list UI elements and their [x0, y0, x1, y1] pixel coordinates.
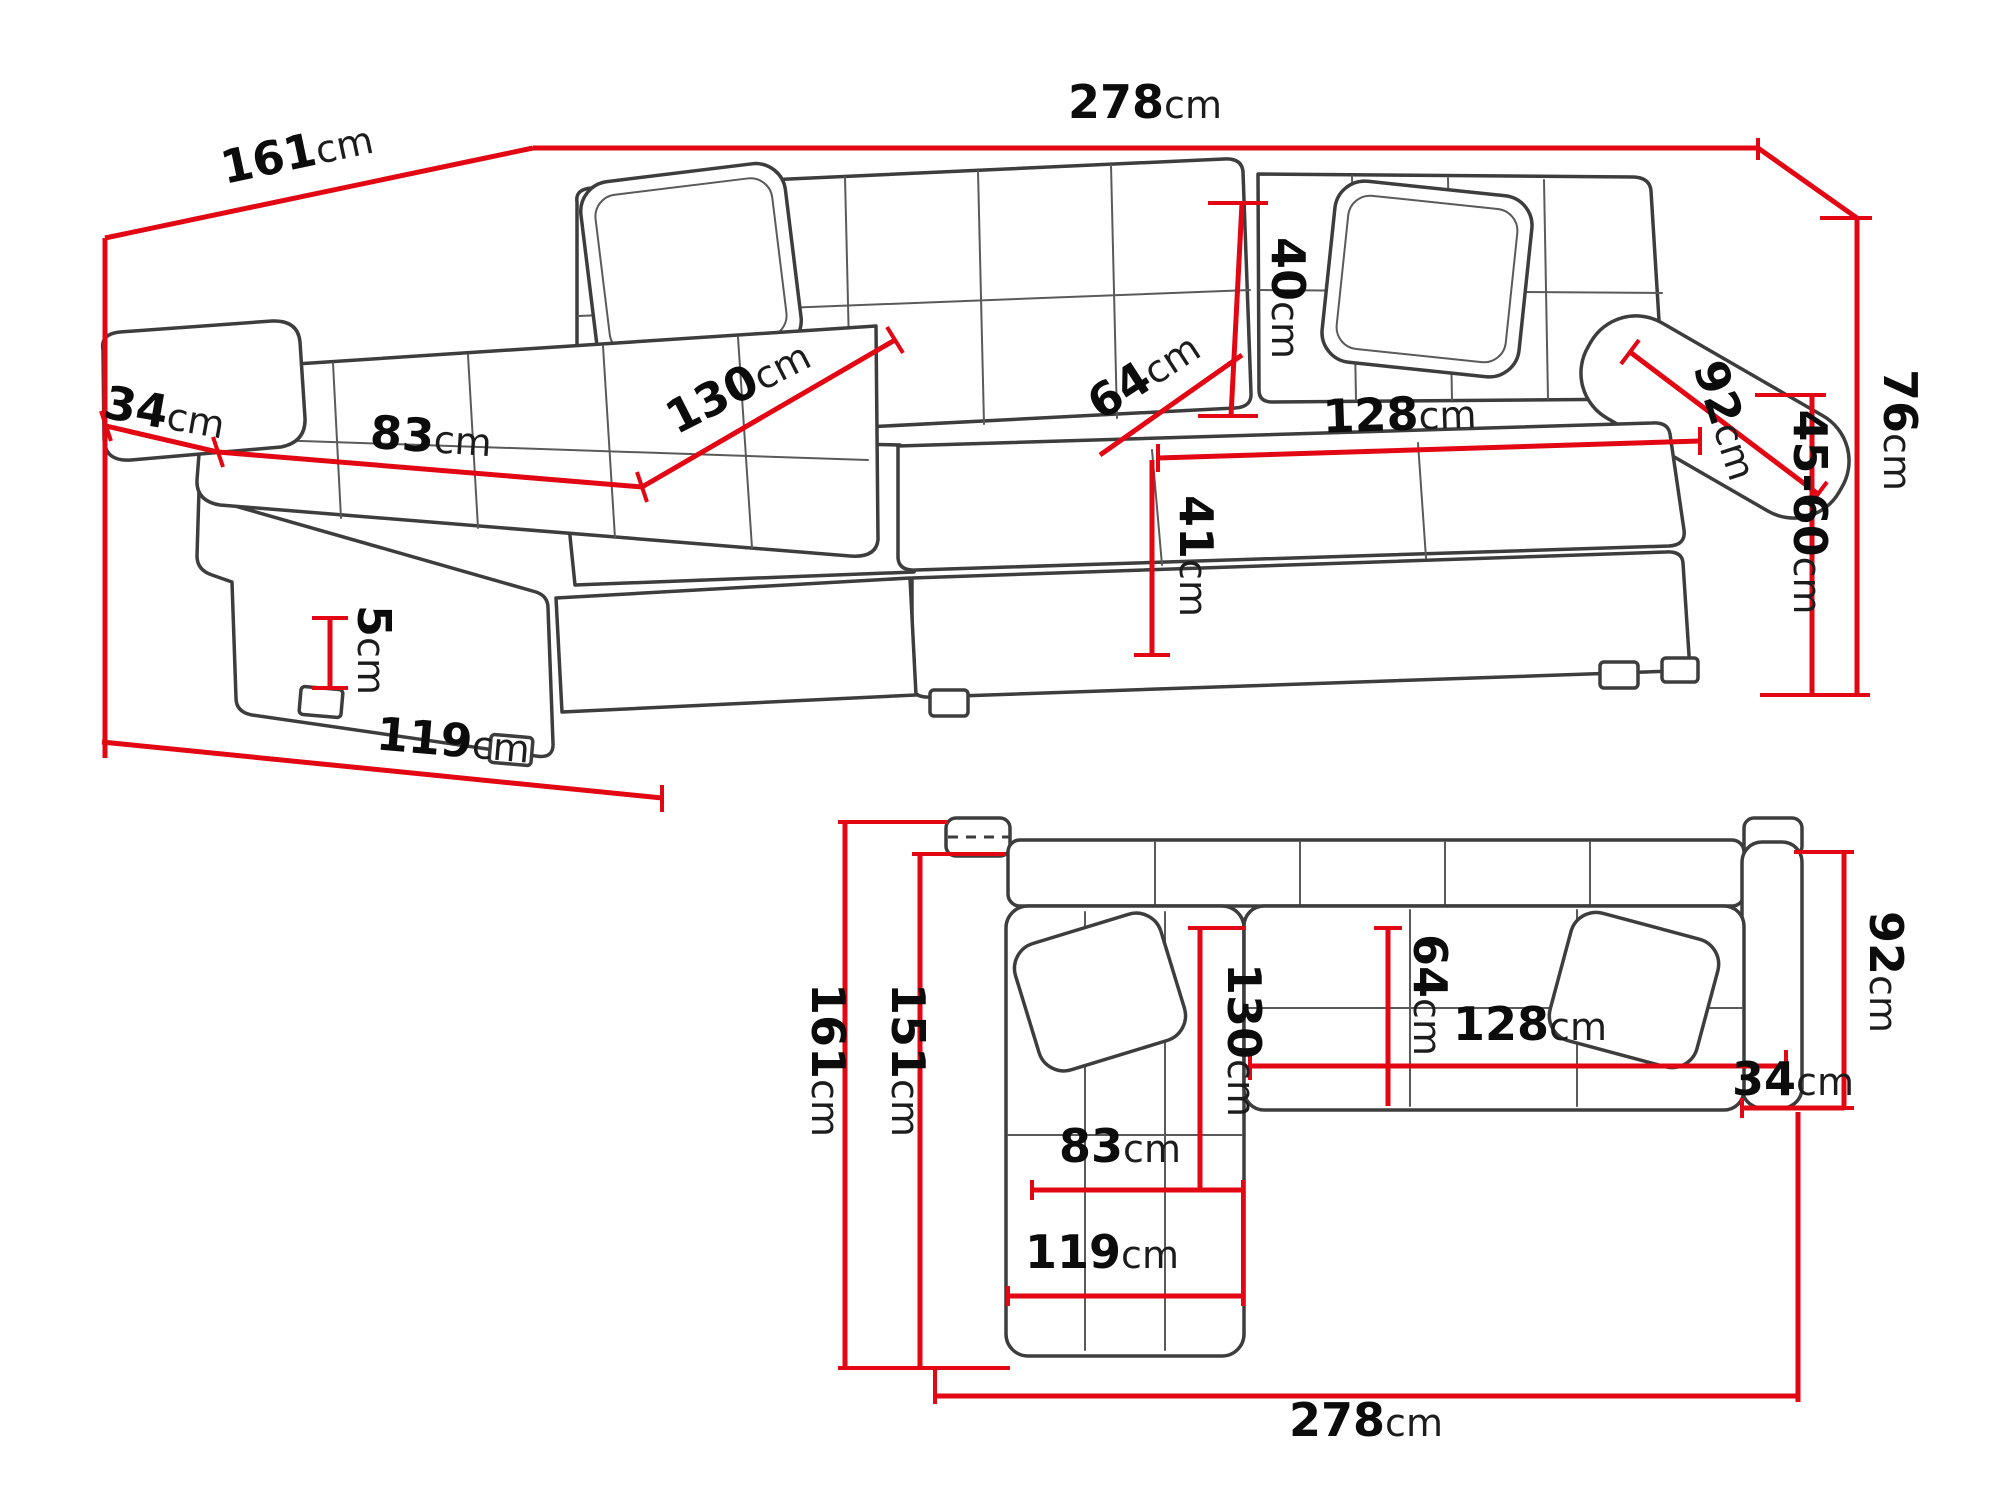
plan-pillow-left [1012, 911, 1188, 1073]
sofa-leg [297, 684, 345, 720]
sofa-base-chaise [195, 488, 555, 759]
dimension-lines-perspective [99, 138, 1872, 812]
sofa-plan-view [944, 816, 1804, 1358]
dim-total-width-label: 278cm [1068, 75, 1222, 129]
dim-chaise-seat-width-label: 83cm [368, 405, 493, 467]
pillow-right [1320, 179, 1534, 379]
plan-right-seat-width-label: 128cm [1453, 997, 1607, 1051]
plan-backrest-band [1006, 838, 1746, 908]
sofa-leg [1598, 660, 1640, 690]
dim-right-seat-width-label: 128cm [1322, 384, 1478, 443]
sofa-perspective-view [100, 157, 1851, 768]
sofa-leg [487, 732, 535, 768]
dim-total-height-label: 76cm [1873, 369, 1927, 491]
dimension-lines-plan [838, 820, 1854, 1404]
sofa-base-main [910, 550, 1691, 699]
chaise-seams [211, 336, 869, 549]
sofa-seat-right [896, 421, 1686, 572]
plan-chaise-length-label: 130cm [1217, 963, 1271, 1117]
plan-chaise-total-width-label: 119cm [1025, 1225, 1179, 1279]
sofa-armrest-left [100, 319, 307, 462]
plan-pillow-right [1547, 910, 1721, 1070]
dim-base-height-label: 41cm [1169, 495, 1223, 617]
sofa-leg [1660, 656, 1700, 684]
plan-sleeping-length-label: 151cm [881, 983, 935, 1137]
dim-seat-height-label: 45-60cm [1783, 409, 1837, 614]
dim-leg-height-label: 5cm [347, 605, 401, 695]
plan-backrest-seams [1154, 841, 1591, 905]
dim-backrest-height-label: 40cm [1261, 237, 1315, 359]
plan-chaise-seat-width-label: 83cm [1059, 1119, 1181, 1173]
sofa-leg [928, 688, 970, 718]
dim-total-depth-label: 161cm [216, 110, 378, 195]
plan-seat-depth-label: 64cm [1403, 934, 1457, 1056]
plan-total-depth-label: 161cm [801, 983, 855, 1137]
sofa-base-corner [554, 576, 918, 714]
dim-armrest-width-label: 34cm [100, 375, 229, 449]
plan-armrest-width-label: 34cm [1732, 1052, 1854, 1106]
dim-chaise-total-width-label: 119cm [374, 706, 532, 773]
plan-armrest-length-label: 92cm [1859, 911, 1913, 1033]
dimension-labels-plan: 161cm 151cm 130cm 64cm 128cm 34cm 92cm 8… [801, 911, 1913, 1447]
plan-total-width-label: 278cm [1289, 1393, 1443, 1447]
